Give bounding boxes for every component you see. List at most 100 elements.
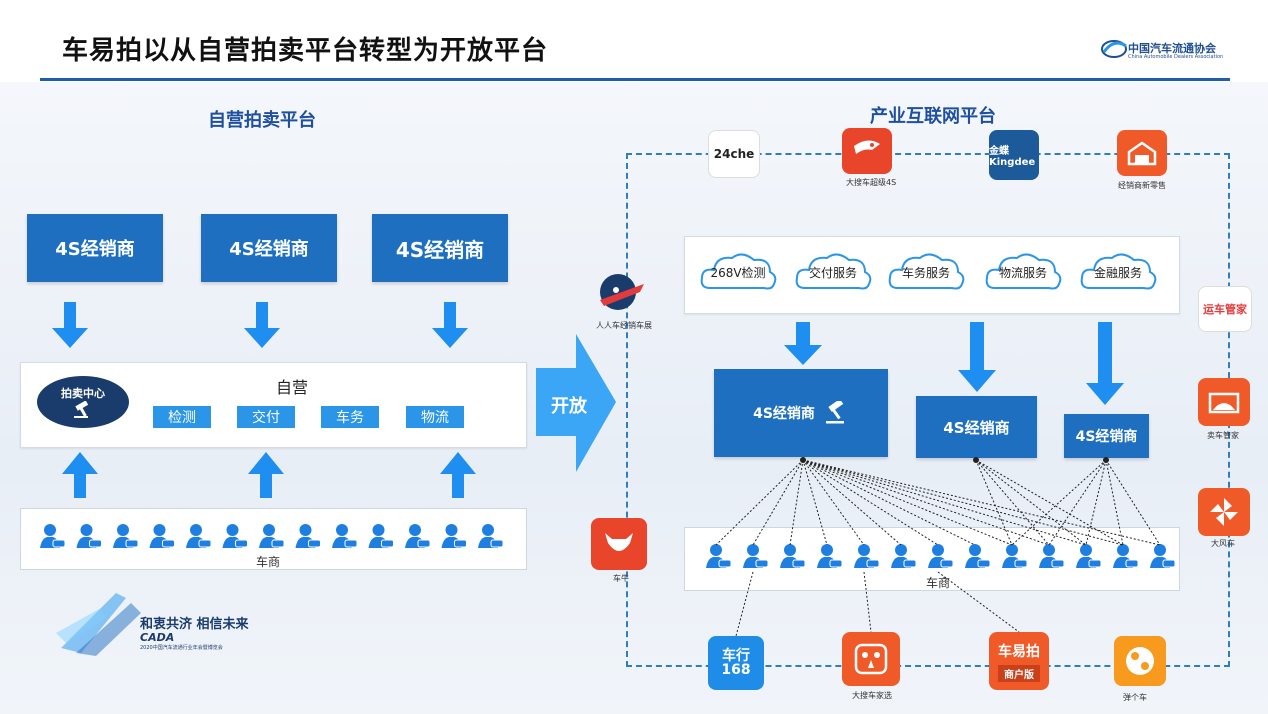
tangeche-logo-icon	[1126, 647, 1154, 675]
left-trader-11-car-icon	[454, 539, 467, 548]
left-traders-label: 车商	[256, 555, 281, 569]
service-inspection: 检测	[153, 406, 211, 428]
cloud-service-label: 268V检测	[710, 266, 766, 280]
right-trader-9-head	[1043, 544, 1055, 556]
garage-icon	[1127, 141, 1157, 166]
page-title: 车易拍以从自营拍卖平台转型为开放平台	[62, 36, 549, 66]
left-trader-0-head	[44, 524, 56, 536]
gavel-icon	[825, 401, 844, 424]
left-trader-3-car-icon	[162, 539, 175, 548]
app-cheniu-caption: 车牛	[613, 574, 629, 583]
cada-logo-icon	[1101, 40, 1127, 58]
cloud-icon	[700, 253, 777, 290]
left-trader-4-head	[190, 524, 202, 536]
cloud-service-0: 268V检测	[698, 248, 778, 294]
connection-line	[937, 571, 1020, 633]
left-dealer-2: 4S经销商	[201, 214, 337, 282]
connection-line	[789, 459, 804, 546]
connection-line	[1105, 459, 1161, 546]
cloud-service-4: 金融服务	[1078, 248, 1158, 294]
right-trader-7-car-icon	[977, 559, 991, 568]
app-tangeche	[1114, 636, 1166, 686]
right-trader-11-car-icon	[1125, 559, 1139, 568]
arrow-down-icon	[958, 322, 996, 392]
app-dealer-retail	[1117, 130, 1167, 176]
left-trader-0-car-icon	[52, 539, 66, 548]
right-dealer-3: 4S经销商	[1064, 414, 1149, 458]
right-trader-0-head	[710, 544, 722, 556]
right-dealer-main: 4S经销商	[714, 369, 888, 457]
arrow-down-icon	[244, 302, 280, 348]
right-dealer-2: 4S经销商	[916, 396, 1037, 458]
bird-logo-icon	[854, 140, 880, 154]
left-trader-12-head	[482, 524, 494, 536]
service-vehicle-affairs: 车务	[321, 406, 379, 428]
app-chehang168: 车行168	[708, 636, 764, 690]
footer-event: 2020中国汽车流通行业年会暨博览会	[140, 645, 223, 651]
right-trader-3-car-icon	[829, 559, 843, 568]
service-logistics: 物流	[406, 406, 464, 428]
windmill-icon	[1210, 498, 1238, 526]
right-trader-12-head	[1154, 544, 1166, 556]
connection-line	[1105, 459, 1124, 546]
arrow-up-icon	[62, 452, 98, 498]
left-trader-3-head	[153, 524, 166, 536]
right-trader-10-car-icon	[1088, 559, 1102, 568]
left-trader-9-head	[372, 524, 385, 536]
app-dasouche-4s	[842, 128, 892, 174]
left-trader-12-car-icon	[490, 539, 504, 548]
left-trader-1-car-icon	[89, 539, 102, 548]
connection-line	[975, 459, 1087, 546]
right-traders-label: 车商	[926, 576, 951, 590]
self-operated-label: 自营	[276, 378, 309, 397]
right-trader-12-car-icon	[1162, 559, 1176, 568]
left-section-title: 自营拍卖平台	[208, 110, 316, 131]
app-kingdee-label: 金蝶 Kingdee	[989, 146, 1036, 168]
arrow-up-icon	[248, 452, 284, 498]
app-cheyipai-label: 车易拍	[998, 643, 1040, 660]
auction-center-badge: 拍卖中心	[37, 376, 129, 428]
right-dealer-main-label: 4S经销商	[753, 406, 815, 422]
arrow-down-icon	[784, 322, 822, 365]
app-maiche-guanjia	[1198, 378, 1250, 426]
connection-line	[802, 459, 828, 546]
right-trader-9-car-icon	[1051, 559, 1065, 568]
connection-line	[1011, 459, 1107, 546]
connection-line	[802, 459, 1087, 546]
app-cheniu	[591, 518, 647, 570]
connection-line	[975, 459, 1013, 546]
connection-line	[802, 459, 1050, 546]
cloud-service-label: 车务服务	[901, 266, 950, 280]
left-trader-8-car-icon	[344, 539, 358, 548]
left-trader-10-car-icon	[417, 539, 431, 548]
left-trader-2-head	[117, 524, 129, 536]
app-yunche-guanjia: 运车管家	[1198, 286, 1252, 332]
cada-event-graphic-icon	[56, 593, 141, 656]
arrow-down-icon	[1086, 322, 1124, 405]
left-trader-9-car-icon	[381, 539, 394, 548]
right-trader-1-car-icon	[755, 559, 769, 568]
connection-line	[975, 459, 1050, 546]
app-cheyipai-merchant: 车易拍 商户版	[989, 632, 1049, 690]
connection-line	[802, 459, 865, 546]
connection-line	[1048, 459, 1107, 546]
hub-dot	[1103, 457, 1109, 463]
connection-line	[863, 571, 872, 633]
hub-dot	[800, 457, 806, 463]
cloud-icon	[888, 253, 965, 290]
connection-line	[802, 459, 1124, 546]
app-dafengche	[1198, 488, 1250, 536]
left-trader-11-head	[445, 524, 458, 536]
right-trader-8-head	[1006, 544, 1018, 556]
cloud-service-label: 物流服务	[998, 266, 1047, 280]
connection-line	[802, 459, 1013, 546]
connection-line	[715, 459, 804, 546]
left-trader-2-car-icon	[125, 539, 139, 548]
connection-line	[752, 459, 804, 546]
app-renrenche	[596, 270, 648, 316]
footer-brand: CADA	[140, 631, 175, 644]
app-maiche-guanjia-caption: 卖车管家	[1207, 431, 1239, 440]
arrow-up-icon	[440, 452, 476, 498]
auction-center-label: 拍卖中心	[61, 387, 105, 400]
